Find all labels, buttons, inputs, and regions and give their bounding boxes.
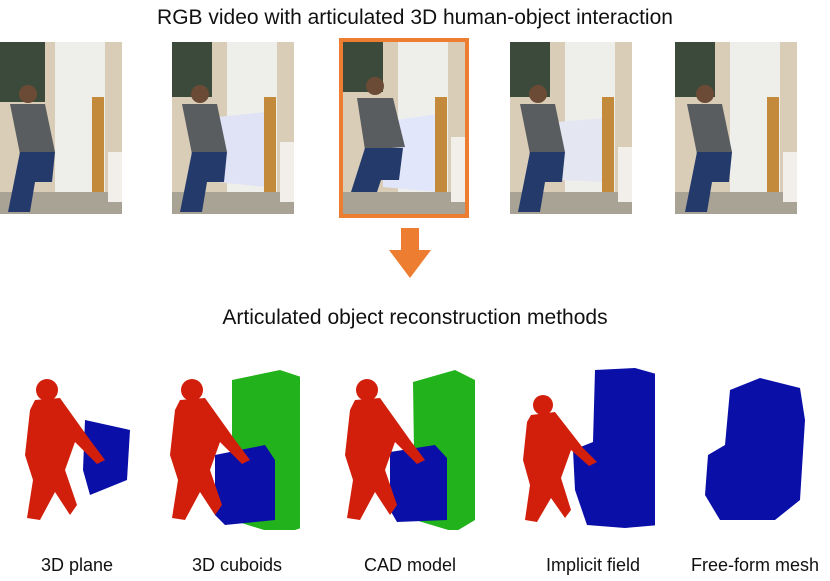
recon-3d-plane bbox=[25, 379, 130, 520]
method-label-implicit-field: Implicit field bbox=[545, 555, 641, 575]
recon-3d-cuboids bbox=[170, 370, 300, 530]
video-frame-5 bbox=[675, 42, 797, 214]
video-title: RGB video with articulated 3D human-obje… bbox=[157, 6, 673, 29]
down-arrow-icon bbox=[389, 228, 431, 278]
video-frame-4 bbox=[510, 42, 632, 214]
method-label-cad-model: CAD model bbox=[363, 555, 457, 575]
section-title: Articulated object reconstruction method… bbox=[222, 306, 608, 329]
method-label-3d-plane: 3D plane bbox=[40, 555, 114, 575]
recon-free-form-mesh bbox=[705, 378, 805, 520]
recon-implicit-field bbox=[523, 368, 655, 528]
video-frame-2 bbox=[172, 42, 294, 214]
video-frame-1 bbox=[0, 42, 122, 214]
method-label-3d-cuboids: 3D cuboids bbox=[191, 555, 283, 575]
recon-cad-model bbox=[345, 370, 475, 530]
method-label-free-form-mesh: Free-form mesh bbox=[690, 555, 820, 575]
video-frame-3 bbox=[339, 38, 469, 218]
